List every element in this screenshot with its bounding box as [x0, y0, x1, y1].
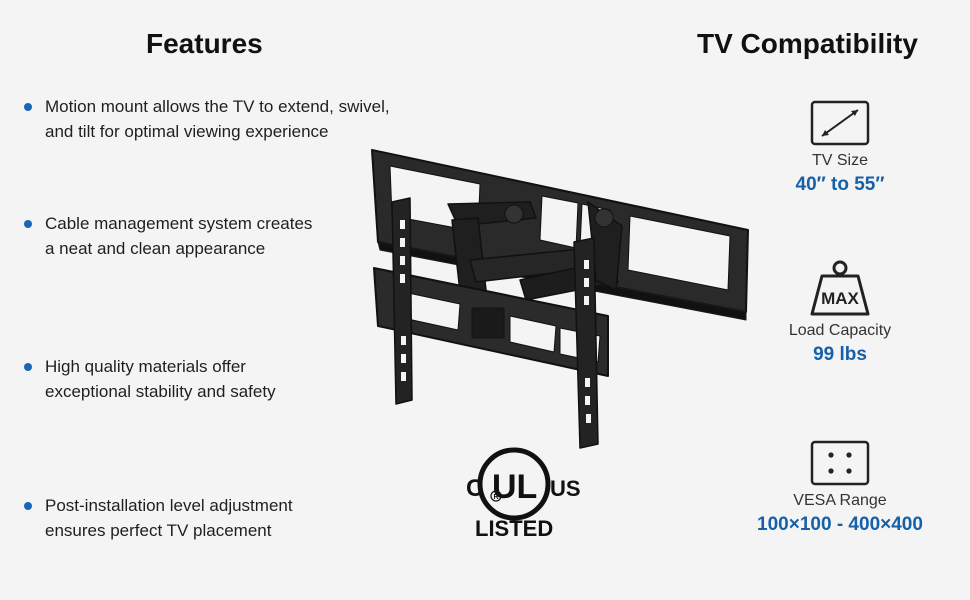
- feature-text-line: High quality materials offer: [45, 357, 246, 376]
- vesa-pattern-icon: [810, 440, 870, 486]
- features-heading: Features: [146, 28, 263, 59]
- spec-value: 100×100 - 400×400: [757, 514, 923, 535]
- tv-size-icon: [810, 100, 870, 146]
- spec-label: Load Capacity: [788, 322, 892, 339]
- feature-text-line: Post-installation level adjustment: [45, 496, 293, 515]
- ul-listed-certification-logo: C US UL R LISTED: [466, 447, 581, 541]
- feature-text-line: and tilt for optimal viewing experience: [45, 122, 329, 141]
- registered-mark: R: [494, 494, 499, 501]
- bullet-icon: [24, 220, 32, 228]
- spec-load-capacity: MAX Load Capacity 99 lbs: [740, 258, 940, 366]
- spec-tv-size: TV Size 40″ to 55″: [740, 100, 940, 196]
- spec-label: TV Size: [811, 152, 868, 169]
- bullet-icon: [24, 363, 32, 371]
- feature-text-line: Motion mount allows the TV to extend, sw…: [45, 97, 390, 116]
- feature-item: High quality materials offer exceptional…: [24, 354, 424, 404]
- feature-text-line: a neat and clean appearance: [45, 239, 266, 258]
- bullet-icon: [24, 502, 32, 510]
- feature-item: Cable management system creates a neat a…: [24, 211, 424, 261]
- feature-text-line: ensures perfect TV placement: [45, 521, 272, 540]
- feature-item: Motion mount allows the TV to extend, sw…: [24, 94, 424, 144]
- ul-mark-us: US: [550, 476, 581, 501]
- tv-wall-mount-image: [371, 149, 749, 449]
- spec-label: VESA Range: [793, 492, 887, 509]
- spec-value: 40″ to 55″: [795, 174, 885, 195]
- feature-text-line: exceptional stability and safety: [45, 382, 276, 401]
- ul-mark-c: C: [466, 475, 483, 502]
- spec-vesa-range: VESA Range 100×100 - 400×400: [740, 440, 940, 536]
- spec-value: 99 lbs: [813, 344, 867, 365]
- bullet-icon: [24, 103, 32, 111]
- ul-mark-listed: LISTED: [475, 516, 553, 541]
- feature-text-line: Cable management system creates: [45, 214, 313, 233]
- compatibility-heading: TV Compatibility: [697, 28, 918, 59]
- max-weight-icon: MAX: [810, 260, 870, 316]
- max-weight-label: MAX: [821, 289, 859, 308]
- feature-item: Post-installation level adjustment ensur…: [24, 493, 424, 543]
